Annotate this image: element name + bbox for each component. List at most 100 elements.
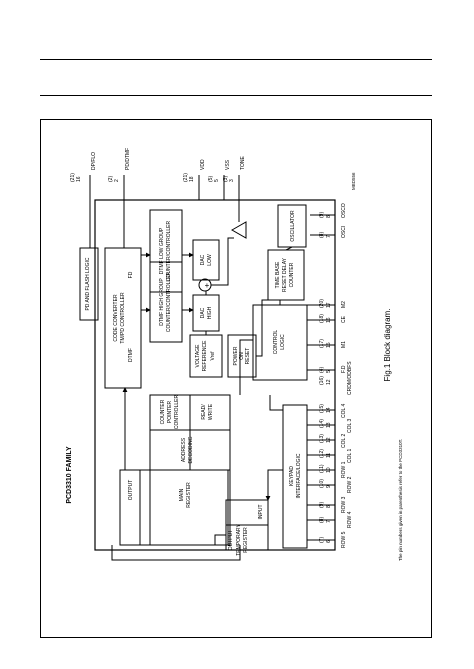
dtmf-high-label-2: COUNTER/CONTROLLER (166, 271, 172, 332)
pin-row5-alt: (7) (319, 537, 325, 543)
pin-vss-alt: (5) (208, 176, 214, 182)
vref-label-1: VOLTAGE (195, 344, 201, 368)
dac-low-block (192, 239, 220, 281)
pin-osco-name: OSCO (341, 203, 347, 218)
wire-temp-output-loop (111, 545, 241, 561)
pin-row1-name: ROW 1 (341, 461, 347, 478)
main-register-label-1: MAIN (179, 488, 185, 501)
vref-label-2: REFERENCE (202, 340, 208, 372)
counter-label-3: CONTROLLER (174, 395, 180, 430)
ic-outline (94, 199, 336, 551)
main-register-label-2: REGISTER (186, 482, 192, 508)
wire-sum-to-buffer (211, 237, 234, 286)
por-label-3: RESET (245, 348, 251, 365)
pin-row4-num: 7 (326, 520, 332, 523)
pin-col1-num: 11 (326, 453, 332, 458)
pin-row2-name: ROW 2 (347, 476, 353, 493)
pin-row4-alt: (8) (319, 517, 325, 523)
pin-crdm-num: 12 (326, 379, 332, 385)
pin-ce-num: 16 (326, 317, 332, 323)
header-rule-top (40, 59, 432, 60)
pin-row1-alt: (11) (319, 464, 325, 473)
pin-fld-num: 5 (326, 370, 332, 373)
pin-m2-alt: (20) (319, 299, 325, 308)
figure-code: MBD556 (351, 172, 356, 190)
wire-por-to-timebase (256, 299, 268, 357)
code-converter-label-1: CODE CONVERTER (113, 294, 119, 342)
pin-fld-alt: (4) (319, 367, 325, 373)
pin-row5-name: ROW 5 (341, 531, 347, 548)
pin-col2-alt: (13) (319, 434, 325, 443)
figure-frame (40, 119, 432, 638)
pin-col2-name: COL 2 (341, 434, 347, 448)
timebase-label-3: COUNTER (289, 262, 295, 287)
wire-keypad-to-control (269, 395, 283, 411)
wire-control-to-memory (239, 339, 253, 395)
control-label-2: LOGIC (280, 334, 286, 350)
family-title: PCD3310 FAMILY (66, 446, 73, 504)
dac-low-label-2: LOW (207, 254, 213, 266)
pin-fld-name: F.D (341, 365, 347, 373)
header-rule-bottom (40, 95, 432, 96)
pin-pd-dtmf-alt: (2) (108, 176, 114, 182)
pin-tone-alt: (3) (223, 176, 229, 182)
dac-high-label-2: HIGH (207, 306, 213, 319)
wire-osc-to-timebase (285, 246, 293, 251)
pin-vdd-name: VDD (200, 159, 206, 170)
oscillator-label: OSCILLATOR (290, 210, 296, 242)
dac-high-label-1: DAC (200, 307, 206, 318)
keypad-label-1: KEYPAD (289, 466, 295, 486)
readwrite-label-2: WRITE (208, 403, 214, 420)
temp-register-label-2: REGISTER (243, 527, 249, 553)
timebase-label-2: RESET DELAY (282, 257, 288, 292)
figure-footnote: The pin numbers given in parenthesis ref… (398, 439, 403, 561)
dtmf-high-label-1: DTMF HIGH GROUP (159, 278, 165, 326)
wire-temp-to-main (214, 534, 226, 545)
pin-m1-alt: (17) (319, 339, 325, 348)
pin-col1-alt: (12) (319, 449, 325, 458)
timebase-label-1: TIME BASE (275, 261, 281, 288)
pin-pd-dtmf-name: PD/DTMF (125, 148, 131, 170)
main-output-label: OUTPUT (128, 480, 134, 501)
pin-row3-alt: (9) (319, 502, 325, 508)
pin-col2-num: 12 (326, 437, 332, 443)
counter-label-2: POINTER (167, 401, 173, 424)
pd-flash-label: PD AND FLASH LOGIC (85, 257, 91, 310)
pin-crdm-alt: (16) (319, 376, 325, 385)
pin-m2-num: 17 (326, 302, 332, 308)
pin-ce-name: CE (341, 315, 347, 323)
pin-osci-name: OSCI (341, 226, 347, 238)
dac-low-label-1: DAC (200, 254, 206, 265)
pin-dp-flo-alt: (21) (70, 173, 76, 182)
address-label-1: ADDRESS (181, 437, 187, 462)
pin-dp-flo-num: 16 (76, 176, 82, 182)
vref-label-3: Vref (210, 351, 216, 361)
keypad-interface-block (282, 404, 308, 549)
pin-ce-alt: (18) (319, 314, 325, 323)
pin-m1-name: M1 (341, 341, 347, 348)
temp-input-label: INPUT (258, 505, 264, 520)
por-label-1: POWER (233, 346, 239, 365)
summing-symbol: + (205, 281, 210, 290)
pin-vdd-num: 18 (189, 176, 195, 182)
pin-col3-alt: (14) (319, 419, 325, 428)
pin-row2-num: 9 (326, 485, 332, 488)
pin-col4-name: COL 4 (341, 404, 347, 418)
pin-row5-num: 6 (326, 540, 332, 543)
pin-tone-num: 3 (229, 179, 235, 182)
pd-flash-logic-block (79, 247, 99, 321)
pin-osco-num: 8 (326, 215, 332, 218)
control-label-1: CONTROL (273, 330, 279, 355)
figure-caption: Fig.1 Block diagram. (383, 309, 392, 382)
pin-row1-num: 10 (326, 467, 332, 473)
keypad-label-2: INTERFACE/LOGIC (296, 453, 302, 498)
pin-vss-name: VSS (225, 159, 231, 170)
pin-row3-num: 8 (326, 505, 332, 508)
counter-label-1: COUNTER (160, 399, 166, 424)
por-label-2: ON (239, 352, 245, 360)
dac-high-block (192, 294, 220, 332)
dtmf-low-label-1: DTMF LOW GROUP (159, 227, 165, 274)
pin-vss-num: 5 (214, 179, 220, 182)
address-label-2: DECODING (188, 436, 194, 463)
